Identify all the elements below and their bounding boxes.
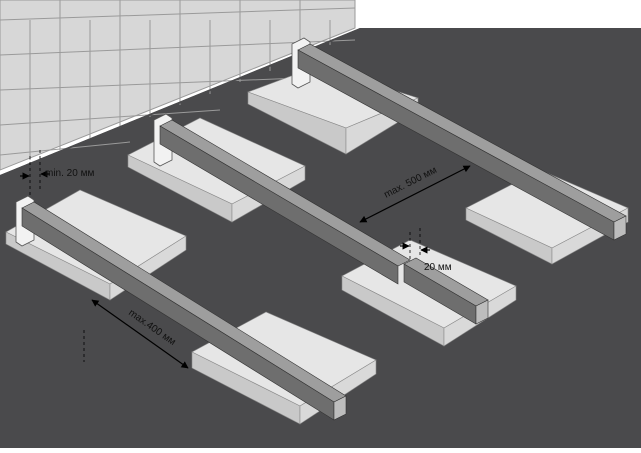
max-500-dimension bbox=[359, 165, 471, 223]
beam-back bbox=[297, 43, 627, 241]
brick-wall bbox=[0, 0, 356, 171]
min-gap-dimension bbox=[20, 150, 50, 196]
joint-gap-dimension bbox=[400, 228, 430, 262]
wall-clip-mask bbox=[0, 28, 360, 177]
min-gap-label: min. 20 мм bbox=[45, 168, 94, 179]
beam-middle-b bbox=[403, 257, 489, 325]
max-400-dimension bbox=[83, 299, 189, 369]
beam-middle-a bbox=[159, 119, 411, 285]
joint-gap-label: 20 мм bbox=[424, 262, 452, 273]
